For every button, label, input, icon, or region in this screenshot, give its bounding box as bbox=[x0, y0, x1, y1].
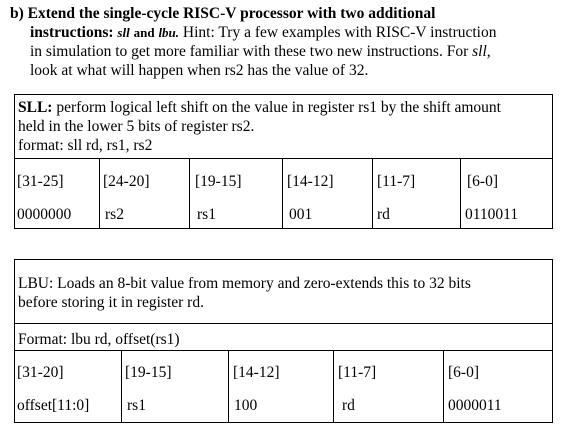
lbu-header-14-12: [14-12] bbox=[233, 364, 280, 381]
lbu-header-19-15: [19-15] bbox=[125, 364, 172, 381]
lbu-header-11-7: [11-7] bbox=[338, 364, 377, 381]
lbu-box: LBU: Loads an 8-bit value from memory an… bbox=[14, 259, 553, 423]
sll-format: format: sll rd, rs1, rs2 bbox=[18, 137, 153, 154]
lbu-desc-line2: before storing it in register rd. bbox=[18, 294, 204, 311]
sll-header-31-25: [31-25] bbox=[17, 173, 64, 190]
lbu-header-6-0: [6-0] bbox=[448, 364, 479, 381]
instr-sll: sll bbox=[117, 25, 130, 40]
sll-name: SLL: bbox=[18, 99, 53, 116]
lbu-value-rs1: rs1 bbox=[127, 397, 146, 414]
sll-table-top-line bbox=[15, 158, 552, 159]
sll-header-14-12: [14-12] bbox=[287, 173, 334, 190]
lbu-col-divider bbox=[443, 350, 444, 422]
lbu-col-divider bbox=[333, 350, 334, 422]
sll-header-24-20: [24-20] bbox=[103, 173, 150, 190]
instructions-label: instructions: bbox=[30, 24, 114, 41]
problem-intro: b) Extend the single-cycle RISC-V proces… bbox=[10, 4, 555, 80]
lbu-desc-line1: : Loads an 8-bit value from memory and z… bbox=[49, 275, 471, 292]
lbu-value-rd: rd bbox=[342, 397, 355, 414]
lbu-col-divider bbox=[121, 350, 122, 422]
lbu-header-31-20: [31-20] bbox=[17, 364, 64, 381]
sll-col-divider bbox=[372, 158, 373, 228]
sll-desc-line1: perform logical left shift on the value … bbox=[52, 99, 501, 116]
lbu-value-funct3: 100 bbox=[234, 397, 258, 414]
sll-col-divider bbox=[282, 158, 283, 228]
intro-line4: look at what will happen when rs2 has th… bbox=[30, 62, 369, 79]
sll-value-funct7: 0000000 bbox=[17, 206, 72, 223]
lbu-name: LBU bbox=[18, 275, 49, 292]
lbu-table-top-line bbox=[15, 350, 552, 351]
sll-header-19-15: [19-15] bbox=[195, 173, 242, 190]
lbu-col-divider bbox=[228, 350, 229, 422]
sll-col-divider bbox=[99, 158, 100, 228]
sll-box: SLL: perform logical left shift on the v… bbox=[14, 94, 553, 229]
lbu-format: Format: lbu rd, offset(rs1) bbox=[18, 331, 180, 348]
lbu-value-opcode: 0000011 bbox=[448, 397, 502, 414]
sll-value-rd: rd bbox=[377, 206, 390, 223]
sll-value-opcode: 0110011 bbox=[465, 206, 519, 223]
lbu-value-imm: offset[11:0] bbox=[17, 397, 90, 414]
sll-value-rs2: rs2 bbox=[105, 206, 124, 223]
sll-col-divider bbox=[189, 158, 190, 228]
lbu-description: LBU: Loads an 8-bit value from memory an… bbox=[18, 274, 548, 312]
problem-label: b) bbox=[10, 5, 24, 22]
instr-and: and bbox=[133, 25, 155, 40]
intro-line3: in simulation to get more familiar with … bbox=[30, 43, 473, 60]
hint-text: Hint: Try a few examples with RISC-V ins… bbox=[179, 24, 497, 41]
sll-value-rs1: rs1 bbox=[197, 206, 216, 223]
instr-lbu: lbu. bbox=[158, 25, 180, 40]
sll-header-11-7: [11-7] bbox=[377, 173, 416, 190]
lbu-format-top-line bbox=[15, 323, 552, 324]
intro-sll-italic: sll, bbox=[472, 43, 491, 60]
sll-description: SLL: perform logical left shift on the v… bbox=[18, 98, 548, 155]
sll-header-6-0: [6-0] bbox=[467, 173, 498, 190]
problem-heading: Extend the single-cycle RISC-V processor… bbox=[27, 5, 436, 22]
sll-value-funct3: 001 bbox=[289, 206, 313, 223]
sll-desc-line2: held in the lower 5 bits of register rs2… bbox=[18, 118, 255, 135]
sll-col-divider bbox=[460, 158, 461, 228]
